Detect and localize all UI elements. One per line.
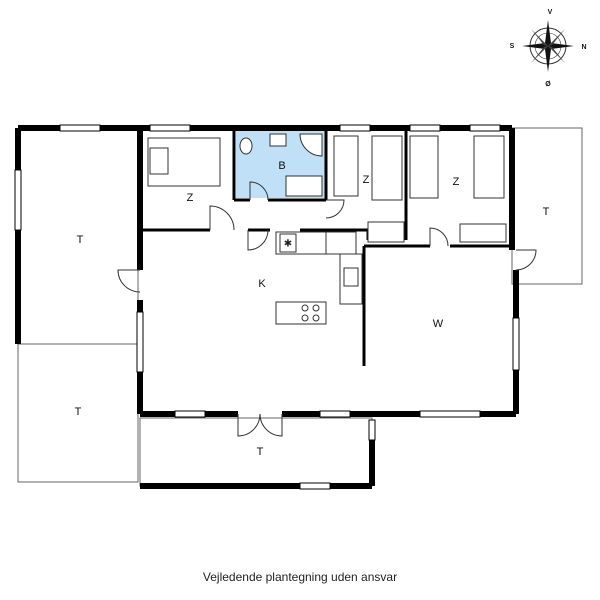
snowflake-icon: ✱ <box>284 239 292 250</box>
room-label-bedroom-1: Z <box>187 192 194 204</box>
plan-disclaimer-caption: Vejledende plantegning uden ansvar <box>202 570 398 584</box>
compass-north-label: N <box>581 44 586 51</box>
room-label-living-room: W <box>433 318 444 330</box>
bathroom-fixtures <box>239 133 323 197</box>
room-label-terrace-left-lower: T <box>75 406 82 418</box>
windows <box>14 124 520 490</box>
beds <box>147 135 507 243</box>
room-label-terrace-front: T <box>257 446 264 458</box>
room-label-bathroom: B <box>278 160 285 172</box>
room-label-terrace-left-upper: T <box>77 234 84 246</box>
compass-west-label: V <box>548 9 553 16</box>
room-label-bedroom-3: Z <box>453 176 460 188</box>
room-label-terrace-right: T <box>543 206 550 218</box>
kitchen-fixtures <box>275 231 363 325</box>
room-label-kitchen: K <box>258 278 266 290</box>
compass-rose-icon: V N Ø S <box>510 9 587 88</box>
compass-south-label: S <box>510 43 515 50</box>
doors <box>117 181 537 437</box>
room-label-bedroom-2: Z <box>363 174 370 186</box>
outer-walls <box>15 125 519 489</box>
compass-east-label: Ø <box>545 81 551 88</box>
